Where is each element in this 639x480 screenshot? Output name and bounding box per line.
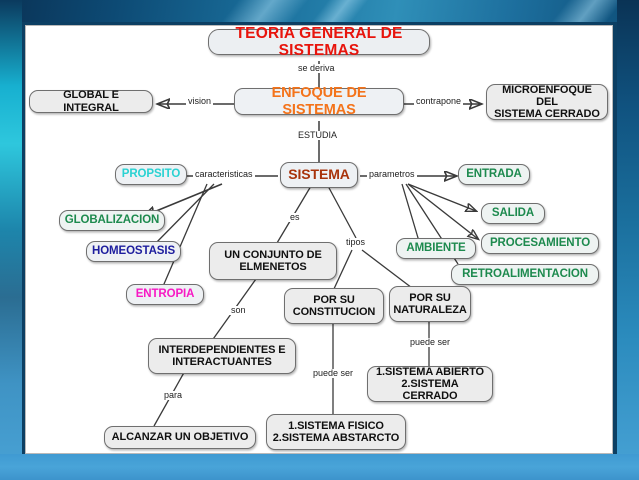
node-por-su-naturaleza[interactable]: POR SU NATURALEZA [389, 286, 471, 322]
node-por-su-constitucion[interactable]: POR SU CONSTITUCION [284, 288, 384, 324]
link-label-caracteristicas: caracteristicas [193, 169, 255, 179]
border-streak [311, 0, 369, 22]
link-label-contrapone: contrapone [414, 96, 464, 106]
node-sistema-abierto-cerrado[interactable]: 1.SISTEMA ABIERTO 2.SISTEMA CERRADO [367, 366, 493, 402]
node-un-conjunto-de-elementos[interactable]: UN CONJUNTO DE ELMENETOS [209, 242, 337, 280]
link-label-son: son [229, 305, 248, 315]
node-global-e-integral[interactable]: GLOBAL E INTEGRAL [29, 89, 153, 114]
node-alcanzar-un-objetivo[interactable]: ALCANZAR UN OBJETIVO [104, 426, 256, 449]
node-procesamiento[interactable]: PROCESAMIENTO [481, 233, 599, 254]
node-globalizacion[interactable]: GLOBALIZACION [59, 210, 165, 231]
border-streak [551, 0, 624, 22]
slide-border-bottom [0, 454, 639, 480]
node-retroalimentacion[interactable]: RETROALIMENTACION [451, 264, 599, 285]
node-homeostasis[interactable]: HOMEOSTASIS [86, 241, 181, 262]
slide-border-left [0, 0, 22, 480]
link-label-tipos: tipos [344, 237, 368, 247]
border-streak [221, 0, 309, 22]
node-teoria-general-de-sistemas[interactable]: TEORIA GENERAL DE SISTEMAS [208, 26, 430, 59]
link-label-para: para [162, 390, 185, 400]
node-sistema[interactable]: SISTEMA [280, 162, 358, 188]
node-microenfoque-sistema-cerrado[interactable]: MICROENFOQUE DEL SISTEMA CERRADO [486, 84, 608, 120]
slide-border-top [0, 0, 639, 22]
link-label-es: es [288, 212, 302, 222]
node-entropia[interactable]: ENTROPIA [126, 284, 204, 305]
node-propsito[interactable]: PROPSITO [115, 164, 187, 185]
node-entrada[interactable]: ENTRADA [458, 164, 530, 185]
link-label-puede-ser-naturaleza: puede ser [408, 337, 453, 347]
link-label-vision: vision [186, 96, 214, 106]
link-label-parametros: parametros [367, 169, 417, 179]
node-ambiente[interactable]: AMBIENTE [396, 238, 476, 259]
slide-border-right [617, 0, 639, 480]
concept-map-canvas: TEORIA GENERAL DE SISTEMAS ENFOQUE DE SI… [25, 25, 613, 454]
link-label-estudia: ESTUDIA [296, 130, 340, 140]
node-sistema-fisico-abstracto[interactable]: 1.SISTEMA FISICO 2.SISTEMA ABSTARCTO [266, 414, 406, 450]
link-label-se-deriva: se deriva [296, 63, 337, 73]
node-interdependientes-e-interactuantes[interactable]: INTERDEPENDIENTES E INTERACTUANTES [148, 338, 296, 374]
node-salida[interactable]: SALIDA [481, 203, 545, 224]
link-label-puede-ser-constitucion: puede ser [311, 368, 356, 378]
node-enfoque-de-sistemas[interactable]: ENFOQUE DE SISTEMAS [234, 85, 404, 118]
